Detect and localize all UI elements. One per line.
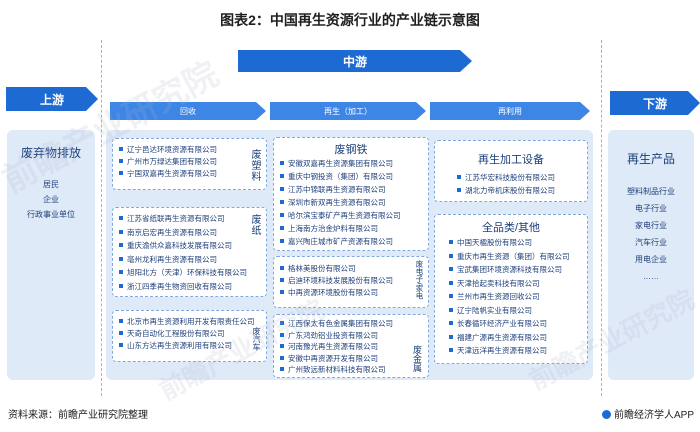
stage-upstream-label: 上游 <box>39 92 64 107</box>
regen-steel-box: 废钢铁 安徽双嘉再生资源集团有限公司 重庆中钢投资（集团）有限公司 江苏中锦联再… <box>273 137 429 251</box>
company-item: 旭阳北方（天津）环保科技有限公司 <box>119 266 247 280</box>
process-recycle-label: 回收 <box>180 106 196 116</box>
brand-logo-icon <box>601 410 611 419</box>
page-title: 图表2：中国再生资源行业的产业链示意图 <box>220 12 480 28</box>
recycle-plastic-box: 辽宁邑达环境资源有限公司 广州市万绿达集团有限公司 宁国双嘉再生资源有限公司 废… <box>112 138 267 190</box>
source-note: 资料来源：前瞻产业研究院整理 <box>8 410 148 421</box>
full-title: 全品类/其他 <box>481 222 541 234</box>
company-item: 兰州市再生资源回收公司 <box>449 290 570 304</box>
company-item: 重庆市再生资源（集团）有限公司 <box>449 250 570 264</box>
company-item: 河南豫光再生资源有限公司 <box>280 341 393 353</box>
company-item: 广东鸿劲铝业投资有限公司 <box>280 330 393 342</box>
company-item: 亳州龙利再生资源有限公司 <box>119 253 247 267</box>
upstream-title: 废弃物排放 <box>20 146 81 160</box>
upstream-item: 企业 <box>43 195 59 204</box>
company-item: 天津远洋再生资源有限公司 <box>449 344 570 358</box>
process-recycle-arrow: 回收 <box>110 102 266 120</box>
company-item: 安徽双嘉再生资源集团有限公司 <box>280 157 401 170</box>
stage-downstream-label: 下游 <box>642 96 667 111</box>
downstream-list: 塑料制品行业 电子行业 家电行业 汽车行业 用电企业 …… <box>608 183 694 285</box>
process-regen-arrow: 再生（加工） <box>270 102 426 120</box>
recycle-paper-box: 江苏省纸联再生资源有限公司 南京启宏再生资源有限公司 重庆渝供众嘉科技发展有限公… <box>112 207 267 297</box>
company-item: 哈尔滨宝泰矿产再生资源有限公司 <box>280 209 401 222</box>
company-item: 江苏中锦联再生资源有限公司 <box>280 183 401 196</box>
company-item: 中再资源环境股份有限公司 <box>280 287 393 299</box>
category-label-plastic: 废塑料 <box>249 149 260 182</box>
downstream-item: 用电企业 <box>635 255 667 264</box>
downstream-item: …… <box>643 272 659 281</box>
category-label-car: 废汽车 <box>252 327 261 351</box>
reuse-full-box: 全品类/其他 中国天楹股份有限公司 重庆市再生资源（集团）有限公司 宝武集团环境… <box>434 214 588 364</box>
brand-label: 前瞻经济学人APP <box>601 406 694 421</box>
brand-text: 前瞻经济学人APP <box>613 410 694 421</box>
upstream-item: 居民 <box>43 180 59 189</box>
downstream-title: 再生产品 <box>626 152 675 166</box>
company-item: 南京启宏再生资源有限公司 <box>119 226 247 240</box>
company-item: 启迪环境科技发展股份有限公司 <box>280 275 393 287</box>
upstream-list: 居民 企业 行政事业单位 <box>7 177 95 222</box>
company-item: 上海南方治金炉料有限公司 <box>280 222 401 235</box>
company-item: 安徽中再资源开发有限公司 <box>280 353 393 365</box>
company-item: 广州致远新材料科技有限公司 <box>280 364 393 376</box>
category-label-metal: 废金属 <box>412 345 422 372</box>
company-item: 山东方达再生资源利用有限公司 <box>119 340 255 352</box>
company-item: 嘉兴陶庄城市矿产资源有限公司 <box>280 235 401 248</box>
company-item: 重庆渝供众嘉科技发展有限公司 <box>119 239 247 253</box>
downstream-panel: 再生产品 塑料制品行业 电子行业 家电行业 汽车行业 用电企业 …… <box>608 130 694 380</box>
recycle-car-box: 北京市再生资源利用开发有限责任公司 天奇自动化工程股份有限公司 山东方达再生资源… <box>112 310 267 362</box>
company-item: 广州市万绿达集团有限公司 <box>119 156 217 168</box>
company-item: 深圳市新双再生资源有限公司 <box>280 196 401 209</box>
company-item: 重庆中钢投资（集团）有限公司 <box>280 170 401 183</box>
company-item: 北京市再生资源利用开发有限责任公司 <box>119 316 255 328</box>
downstream-item: 电子行业 <box>635 204 667 213</box>
company-item: 长春循环经济产业有限公司 <box>449 317 570 331</box>
downstream-item: 塑料制品行业 <box>627 187 675 196</box>
stage-upstream-arrow: 上游 <box>6 87 98 111</box>
steel-title: 废钢铁 <box>334 144 368 156</box>
company-item: 辽宁邑达环境资源有限公司 <box>119 144 217 156</box>
company-item: 格林美股份有限公司 <box>280 263 393 275</box>
company-item: 天奇自动化工程股份有限公司 <box>119 328 255 340</box>
company-item: 浙江四季再生物资回收有限公司 <box>119 280 247 294</box>
downstream-item: 汽车行业 <box>635 238 667 247</box>
process-regen-label: 再生（加工） <box>324 106 372 116</box>
downstream-item: 家电行业 <box>635 221 667 230</box>
company-item: 辽宁陆帆实业有限公司 <box>449 304 570 318</box>
reuse-equip-box: 再生加工设备 江苏华宏科技股份有限公司 湖北力帝机床股份有限公司 <box>434 140 588 202</box>
upstream-panel: 废弃物排放 居民 企业 行政事业单位 <box>7 130 95 380</box>
stage-downstream-arrow: 下游 <box>610 91 700 115</box>
company-item: 江苏省纸联再生资源有限公司 <box>119 212 247 226</box>
company-item: 天津拾起卖科技有限公司 <box>449 277 570 291</box>
regen-metal-box: 江西保太有色金属集团有限公司 广东鸿劲铝业投资有限公司 河南豫光再生资源有限公司… <box>273 314 429 378</box>
company-item: 中国天楹股份有限公司 <box>449 236 570 250</box>
category-label-appliance: 废电子/家电 <box>415 260 424 300</box>
regen-appliance-box: 格林美股份有限公司 启迪环境科技发展股份有限公司 中再资源环境股份有限公司 废电… <box>273 256 429 308</box>
company-item: 宁国双嘉再生资源有限公司 <box>119 168 217 180</box>
company-item: 福建广源再生资源有限公司 <box>449 331 570 345</box>
category-label-paper: 废纸 <box>249 214 260 236</box>
process-reuse-label: 再利用 <box>498 106 522 116</box>
divider-left <box>101 40 102 396</box>
company-item: 宝武集团环境资源科技有限公司 <box>449 263 570 277</box>
company-item: 江西保太有色金属集团有限公司 <box>280 318 393 330</box>
equip-title: 再生加工设备 <box>478 154 544 166</box>
company-item: 江苏华宏科技股份有限公司 <box>457 171 555 184</box>
process-reuse-arrow: 再利用 <box>430 102 590 120</box>
upstream-item: 行政事业单位 <box>27 210 75 219</box>
stage-midstream-label: 中游 <box>342 54 367 69</box>
company-item: 湖北力帝机床股份有限公司 <box>457 184 555 197</box>
stage-midstream-arrow: 中游 <box>238 50 472 72</box>
divider-right <box>601 40 602 396</box>
